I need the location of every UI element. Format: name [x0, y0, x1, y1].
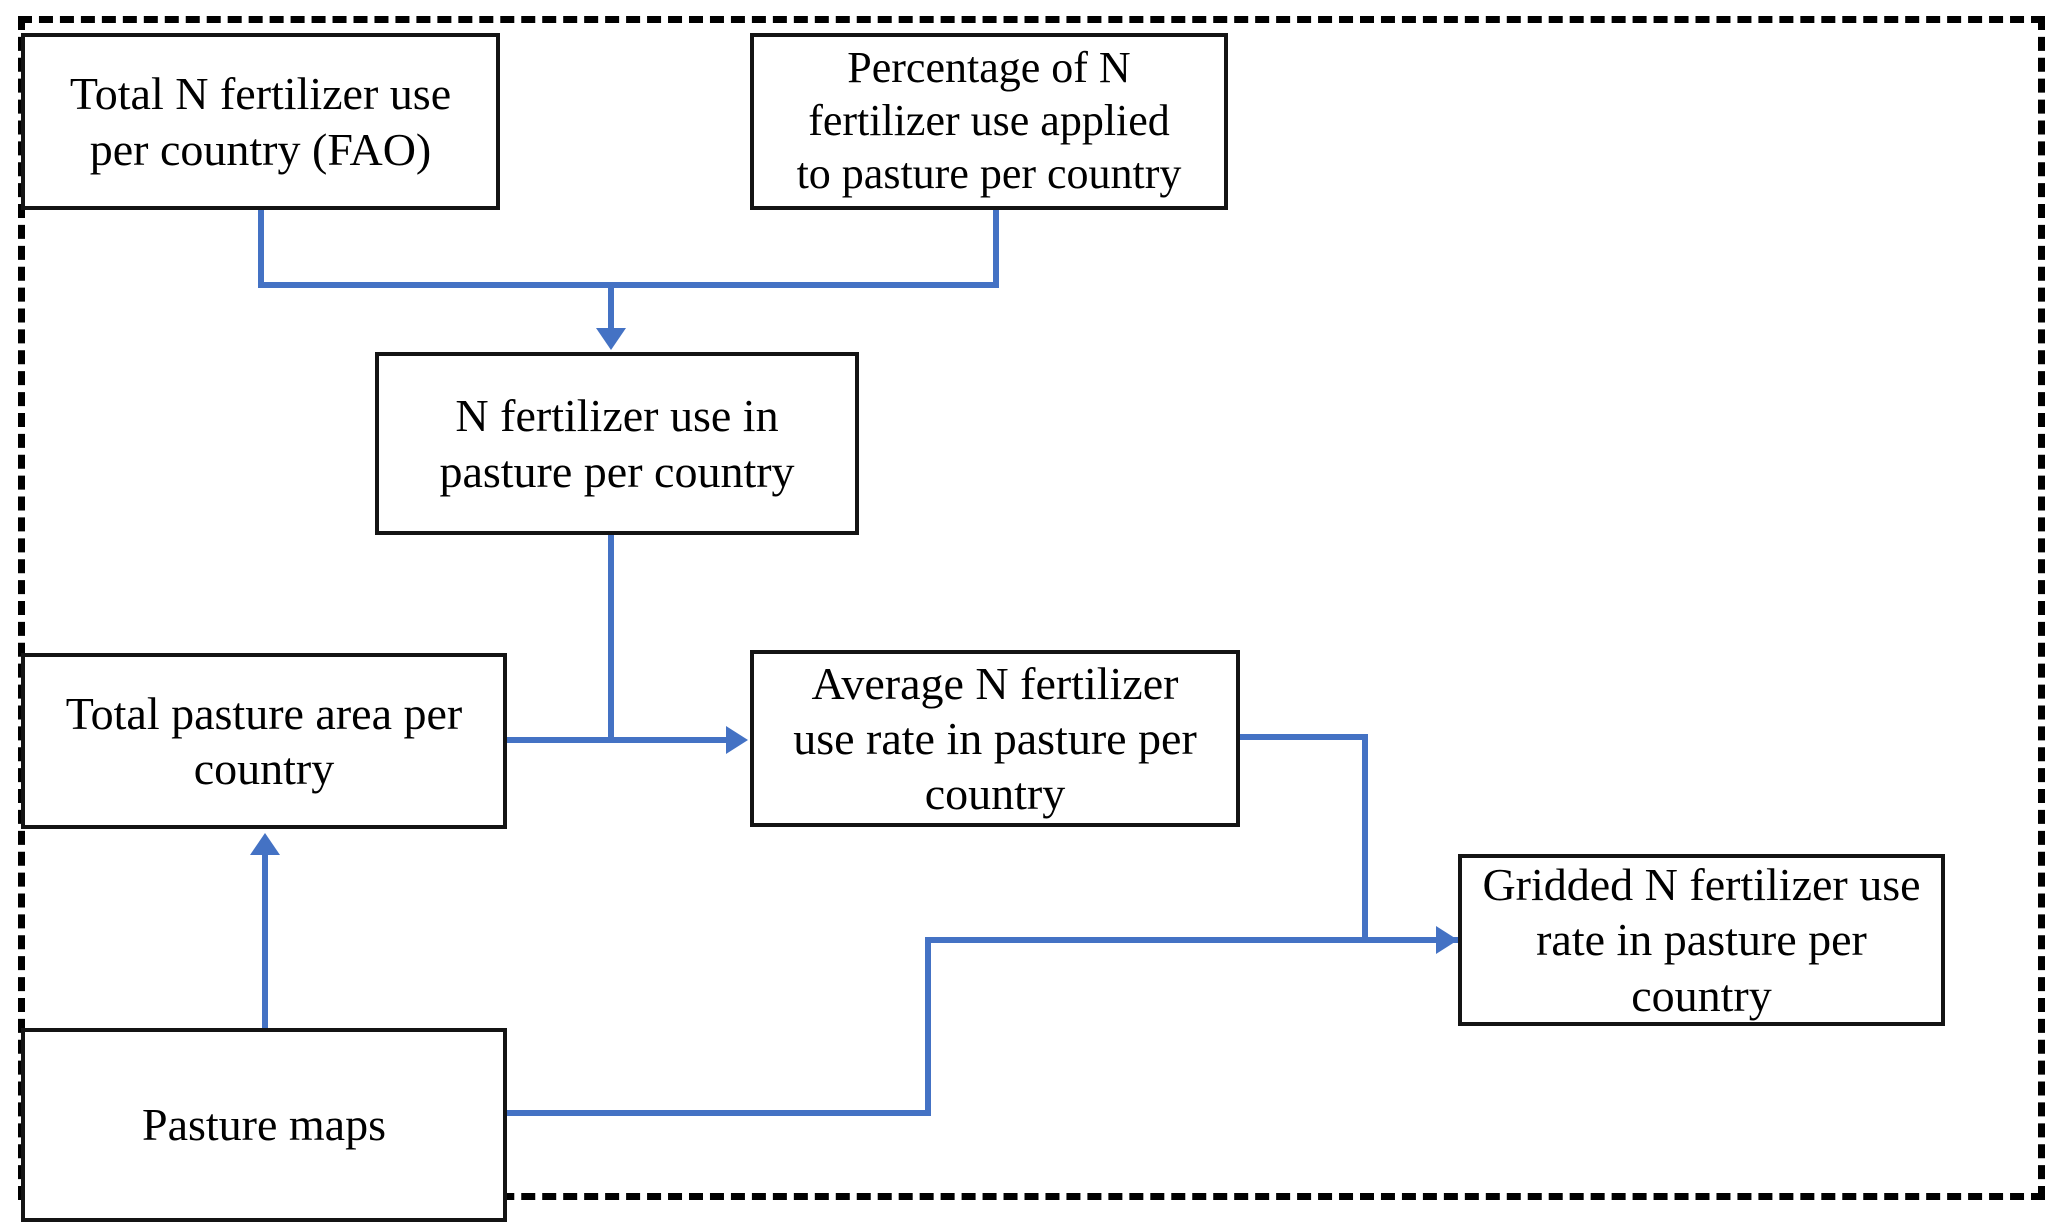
node-gridded-n-fertilizer-use-rate[interactable]: Gridded N fertilizer use rate in pasture…	[1458, 854, 1945, 1026]
connector-pasture-maps-horizontal-high	[925, 937, 1468, 943]
connector-total-n-horizontal	[258, 282, 608, 288]
arrowhead-into-gridded-n-fertilizer-use-rate	[1436, 926, 1458, 954]
node-label-average-n-fertilizer-use-rate: Average N fertilizer use rate in pasture…	[793, 657, 1197, 820]
connector-percentage-horizontal	[608, 282, 999, 288]
node-pasture-maps[interactable]: Pasture maps	[21, 1028, 507, 1222]
node-percentage-n-fertilizer-pasture[interactable]: Percentage of N fertilizer use applied t…	[750, 33, 1228, 210]
node-average-n-fertilizer-use-rate[interactable]: Average N fertilizer use rate in pasture…	[750, 650, 1240, 827]
connector-average-rate-vertical	[1362, 734, 1368, 938]
node-label-total-pasture-area: Total pasture area per country	[65, 687, 463, 794]
connector-pasture-maps-vertical	[925, 937, 931, 1116]
connector-junction-drop	[608, 282, 614, 332]
connector-pasture-maps-horizontal-low	[507, 1110, 931, 1116]
node-label-percentage-n-fertilizer-pasture: Percentage of N fertilizer use applied t…	[796, 43, 1182, 198]
arrowhead-into-total-pasture-area	[250, 833, 280, 855]
node-total-n-fertilizer-use[interactable]: Total N fertilizer use per country (FAO)	[21, 33, 500, 210]
connector-average-rate-horizontal	[1240, 734, 1368, 740]
node-total-pasture-area[interactable]: Total pasture area per country	[21, 653, 507, 829]
node-n-fertilizer-use-in-pasture[interactable]: N fertilizer use in pasture per country	[375, 352, 859, 535]
connector-total-n-vertical	[258, 210, 264, 286]
arrowhead-into-average-n-fertilizer-use-rate	[726, 726, 748, 754]
connector-percentage-vertical	[993, 210, 999, 286]
connector-n-in-pasture-vertical	[608, 535, 614, 743]
connector-pasture-maps-to-area-vertical	[262, 855, 268, 1028]
node-label-n-fertilizer-use-in-pasture: N fertilizer use in pasture per country	[439, 390, 795, 497]
node-label-total-n-fertilizer-use: Total N fertilizer use per country (FAO)	[69, 68, 452, 175]
node-label-gridded-n-fertilizer-use-rate: Gridded N fertilizer use rate in pasture…	[1482, 859, 1921, 1021]
arrowhead-into-n-fertilizer-use-in-pasture	[596, 328, 626, 350]
node-label-pasture-maps: Pasture maps	[141, 1099, 386, 1151]
connector-total-pasture-area-horizontal	[507, 737, 728, 743]
